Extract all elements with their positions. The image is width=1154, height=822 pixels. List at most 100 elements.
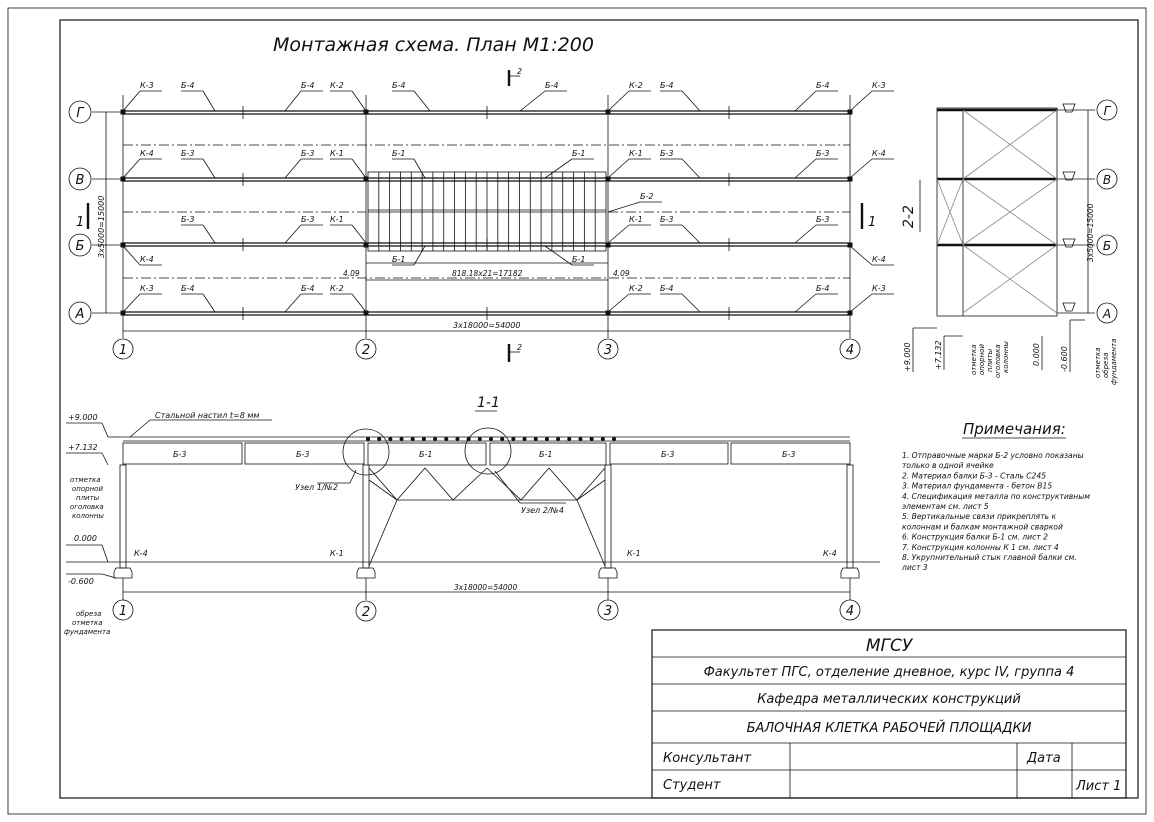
note-line: элементам см. лист 5 (902, 502, 989, 511)
s11-note-bot-3: фундамента (64, 628, 110, 636)
tb-consultant: Консультант (663, 751, 752, 766)
note-line: 6. Конструкция балки Б-1 см. лист 2 (902, 533, 1048, 542)
secondary-beam-section (612, 437, 616, 441)
axis-label-2: 2 (362, 343, 370, 358)
s22-axis-B: Б (1103, 239, 1111, 253)
inner-frame (59, 19, 1139, 799)
member-label: Б-4 (660, 284, 673, 293)
column-markers (120, 109, 853, 316)
member-label: Б-4 (816, 81, 829, 90)
s22-elev-600: -0.600 (1060, 346, 1069, 372)
s22-note-top-4: оголовка (994, 344, 1002, 378)
note-line: 5. Вертикальные связи прикреплять к (902, 512, 1056, 521)
main-beams (123, 106, 850, 320)
axis-label-4: 4 (846, 343, 854, 358)
column-marker (363, 109, 369, 115)
secondary-beam-section (477, 437, 482, 441)
note-line: только в одной ячейке (902, 461, 994, 470)
s22-note-top-5: колонны (1002, 341, 1010, 373)
s22-note-top-3: плиты (986, 348, 994, 372)
member-label: К-2 (629, 284, 643, 293)
s11-axis-4: 4 (846, 604, 854, 619)
member-label: К-4 (872, 255, 886, 264)
s11-axis-1: 1 (119, 604, 127, 619)
secondary-beam-section (522, 437, 527, 441)
row-axis-bubbles: Г В Б А (68, 100, 123, 325)
section22-bases (1057, 103, 1095, 314)
s22-note-top-2: опорной (978, 344, 986, 375)
note-line: 4. Спецификация металла по конструктивны… (902, 492, 1090, 501)
s11-note-top-3: плиты (76, 494, 100, 502)
outer-frame (7, 7, 1147, 815)
s11-note-bot-2: отметка (72, 619, 103, 627)
column-marker (363, 242, 369, 248)
column-marker (363, 310, 369, 316)
member-label: Б-4 (545, 81, 558, 90)
s11-note-bot-1: обреза (76, 610, 101, 618)
member-label: К-4 (872, 149, 886, 158)
s22-axis-V: В (1103, 173, 1111, 187)
member-label: Б-3 (816, 215, 829, 224)
s22-axis-A: А (1102, 307, 1111, 321)
column-marker (847, 242, 853, 248)
s11-elev-000: 0.000 (74, 534, 97, 543)
secondary-beam-section (489, 437, 493, 441)
secondary-beam-section (544, 437, 549, 441)
member-label: К-1 (629, 215, 643, 224)
s11-elev-9000: +9.000 (68, 413, 98, 422)
col-axis-bubbles: 1 2 3 4 (112, 338, 861, 360)
member-label: К-2 (330, 284, 344, 293)
s11-note-top-4: оголовка (70, 503, 104, 511)
s22-elev-000: 0.000 (1032, 343, 1041, 366)
s11-note-top-2: опорной (72, 485, 103, 493)
member-label: Б-4 (816, 284, 829, 293)
s22-elev-9000: +9.000 (903, 342, 912, 372)
secondary-beam-section (600, 437, 605, 441)
s11-elev-600: -0.600 (68, 577, 94, 586)
member-label: К-2 (629, 81, 643, 90)
notes-title: Примечания: (963, 420, 1066, 438)
column-marker (363, 176, 369, 182)
s11-col-label-1: К-4 (134, 549, 148, 558)
section-1-1: 1-1 Стальной настил t=8 мм Б-3 Б-3 Б-1 Б… (64, 395, 880, 636)
offset-left-text: 4.09 (343, 269, 360, 278)
member-label: К-3 (140, 284, 154, 293)
axis-label-V: В (76, 173, 85, 188)
section22-frame (936, 107, 1058, 317)
node-1-circle (342, 428, 390, 476)
title-block: МГСУ Факультет ПГС, отделение дневное, к… (651, 629, 1127, 799)
s22-elev-7132: +7.132 (934, 340, 943, 370)
secondary-beams (378, 172, 596, 251)
s11-elev-7132: +7.132 (68, 443, 98, 452)
s11-note-top-1: отметка (70, 476, 101, 484)
column-marker (605, 310, 611, 316)
section11-title: 1-1 (477, 395, 500, 411)
node-2-circle (464, 427, 512, 475)
node-1-label: Узел 1/№2 (295, 483, 338, 492)
member-label: Б-1 (572, 149, 585, 158)
span-dim-text: 3х18000=54000 (453, 321, 520, 330)
member-label: Б-2 (640, 192, 653, 201)
node-2-label: Узел 2/№4 (521, 506, 564, 515)
member-label: Б-4 (301, 81, 314, 90)
note-line: 8. Укрупнительный стык главной балки см. (902, 553, 1077, 562)
tb-sheet: Лист 1 (1075, 779, 1121, 794)
bracing-dashed (123, 144, 850, 279)
s22-height-dim: 3х5000=15000 (1086, 203, 1095, 262)
member-label: Б-1 (392, 255, 405, 264)
column-marker (847, 109, 853, 115)
secondary-beam-section (444, 437, 449, 441)
member-label: Б-3 (181, 149, 194, 158)
secondary-beam-section (500, 437, 505, 441)
s11-beam-label-1: Б-3 (173, 450, 186, 459)
member-label: Б-3 (181, 215, 194, 224)
member-label: Б-1 (572, 255, 585, 264)
secondary-beam-section (533, 437, 538, 441)
axis-label-3: 3 (604, 343, 612, 358)
s11-col-label-2: К-1 (330, 549, 344, 558)
member-label: Б-4 (660, 81, 673, 90)
member-label: К-1 (629, 149, 643, 158)
member-label: К-3 (872, 284, 886, 293)
